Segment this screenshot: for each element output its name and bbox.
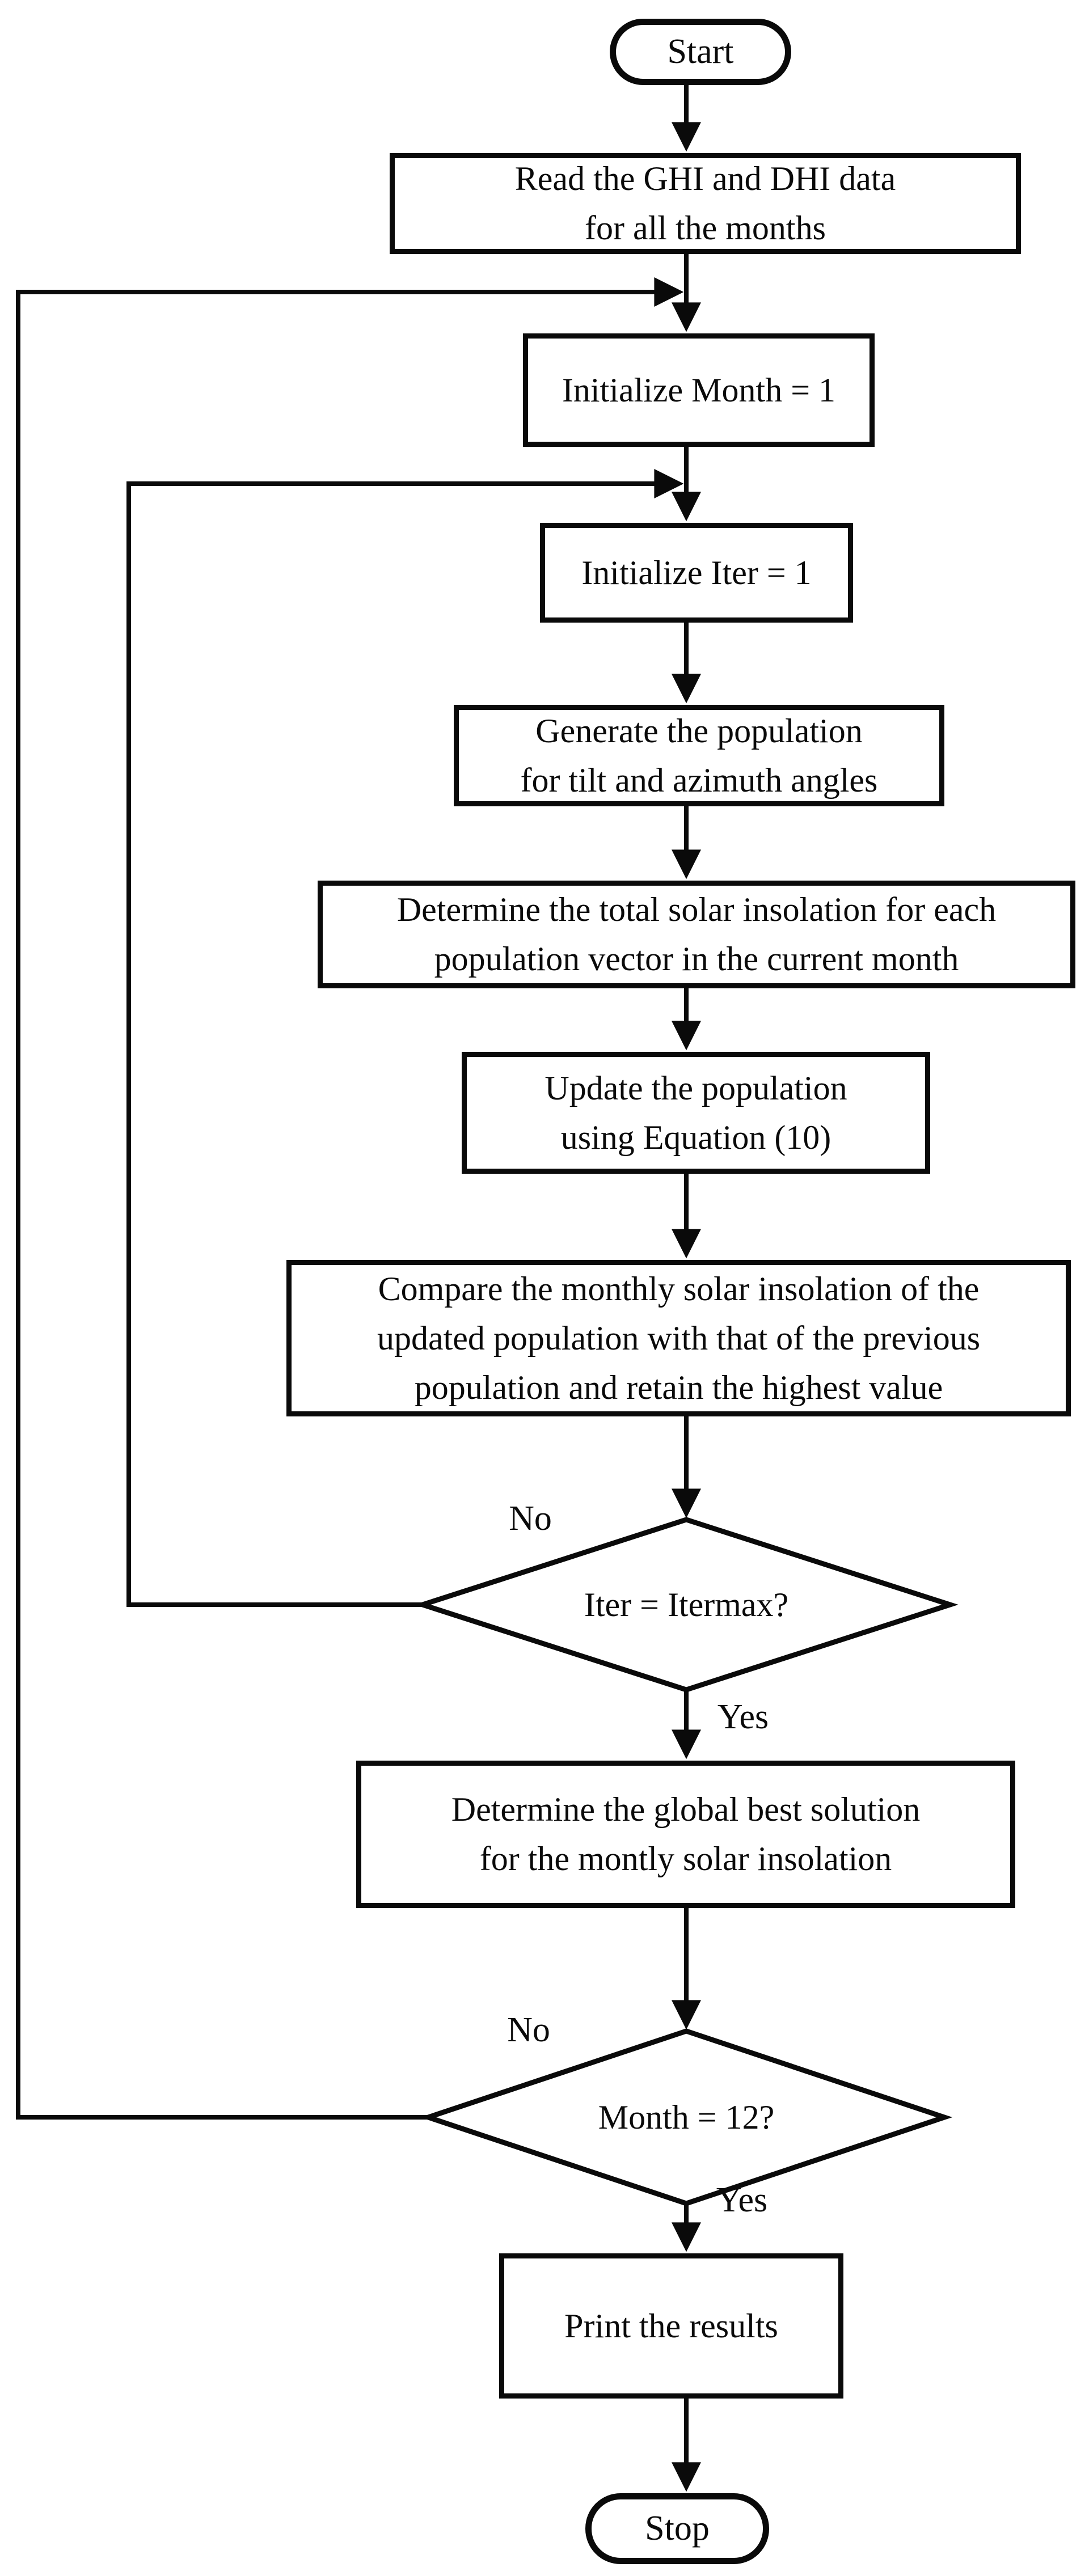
node-print-results-label: Print the results <box>564 2307 778 2345</box>
node-global-best: Determine the global best solution for t… <box>356 1761 1015 1908</box>
node-generate-population: Generate the population for tilt and azi… <box>454 705 944 806</box>
node-determine-insolation: Determine the total solar insolation for… <box>318 881 1075 988</box>
edge-month-decision-no-loop <box>16 277 684 2120</box>
node-generate-population-label: Generate the population for tilt and azi… <box>520 712 878 799</box>
node-init-iter-label: Initialize Iter = 1 <box>581 553 812 591</box>
node-read-data-label: Read the GHI and DHI data for all the mo… <box>514 160 896 247</box>
iter-decision-diamond <box>414 1517 959 1693</box>
node-compare-insolation-label: Compare the monthly solar insolation of … <box>377 1270 981 1406</box>
node-month-decision-label: Month = 12? <box>598 2099 775 2136</box>
edge-iter-decision-no-loop <box>126 469 684 1607</box>
edge-label-month-no: No <box>507 2010 550 2049</box>
node-update-population: Update the population using Equation (10… <box>462 1052 930 1174</box>
node-init-month-label: Initialize Month = 1 <box>562 371 836 409</box>
node-update-population-label: Update the population using Equation (10… <box>544 1069 847 1156</box>
node-global-best-label: Determine the global best solution for t… <box>451 1791 921 1877</box>
node-init-iter: Initialize Iter = 1 <box>540 523 853 623</box>
node-read-data: Read the GHI and DHI data for all the mo… <box>390 153 1021 254</box>
edge-label-month-yes: Yes <box>716 2180 768 2219</box>
node-print-results: Print the results <box>499 2253 843 2399</box>
month-decision-diamond <box>420 2028 953 2206</box>
node-compare-insolation: Compare the monthly solar insolation of … <box>286 1260 1071 1416</box>
node-start-label: Start <box>667 32 734 71</box>
node-iter-decision-label: Iter = Itermax? <box>584 1586 789 1623</box>
edge-label-iter-yes: Yes <box>717 1697 769 1736</box>
node-determine-insolation-label: Determine the total solar insolation for… <box>396 891 997 978</box>
node-stop-label: Stop <box>645 2509 710 2548</box>
node-start: Start <box>610 19 791 85</box>
node-init-month: Initialize Month = 1 <box>523 333 875 447</box>
edge-label-iter-no: No <box>509 1499 552 1538</box>
node-stop: Stop <box>585 2493 769 2564</box>
